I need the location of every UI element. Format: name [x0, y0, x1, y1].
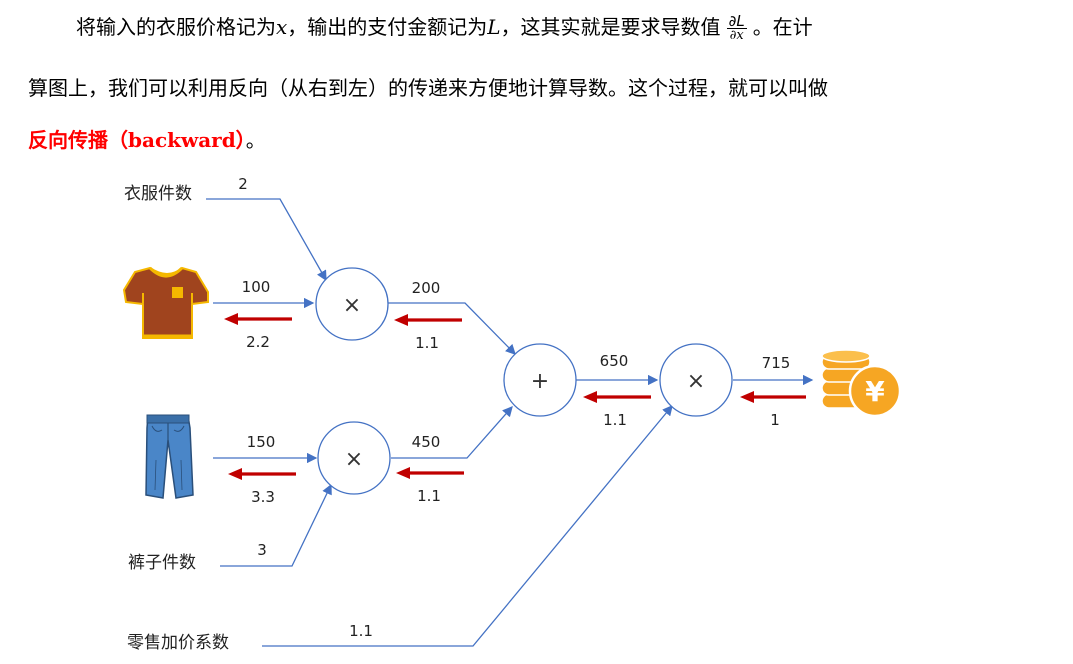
back-arrow-mul3-out: [740, 391, 806, 403]
mul-node-3-symbol: ×: [687, 369, 705, 394]
edge-mul2-out: [391, 407, 512, 458]
fwd-add-out: 650: [600, 352, 629, 370]
back-arrow-pants-price: [228, 468, 296, 480]
fwd-shirt-count: 2: [238, 175, 248, 193]
fwd-pants-count: 3: [257, 541, 267, 559]
edge-shirt-count: [206, 199, 326, 280]
bwd-mul2-out: 1.1: [417, 487, 441, 505]
forward-edges: [206, 199, 812, 646]
back-arrow-mul2-out: [396, 467, 464, 479]
edge-mul1-out: [388, 303, 515, 354]
back-arrow-add-out: [583, 391, 651, 403]
label-shirt-count: 衣服件数: [124, 184, 192, 204]
back-arrow-mul1-out: [394, 314, 462, 326]
bwd-shirt-price: 2.2: [246, 333, 270, 351]
label-tax: 零售加价系数: [127, 633, 229, 653]
bwd-add-out: 1.1: [603, 411, 627, 429]
fwd-shirt-price: 100: [242, 278, 271, 296]
bwd-pants-price: 3.3: [251, 488, 275, 506]
fwd-mul2-out: 450: [412, 433, 441, 451]
bwd-mul3-out: 1: [770, 411, 780, 429]
add-node-symbol: +: [531, 369, 549, 394]
label-pants-count: 裤子件数: [128, 553, 196, 573]
yen-symbol: ¥: [865, 375, 885, 408]
jeans-icon: [146, 415, 193, 498]
fwd-pants-price: 150: [247, 433, 276, 451]
back-arrow-shirt-price: [224, 313, 292, 325]
fwd-mul3-out: 715: [762, 354, 791, 372]
nodes: [316, 268, 732, 494]
edge-pants-count: [220, 485, 331, 566]
tshirt-icon: [124, 268, 208, 338]
fwd-tax: 1.1: [349, 622, 373, 640]
mul-node-1-symbol: ×: [343, 293, 361, 318]
bwd-mul1-out: 1.1: [415, 334, 439, 352]
coin-stack-icon: ¥: [822, 350, 900, 416]
fwd-mul1-out: 200: [412, 279, 441, 297]
mul-node-2-symbol: ×: [345, 447, 363, 472]
